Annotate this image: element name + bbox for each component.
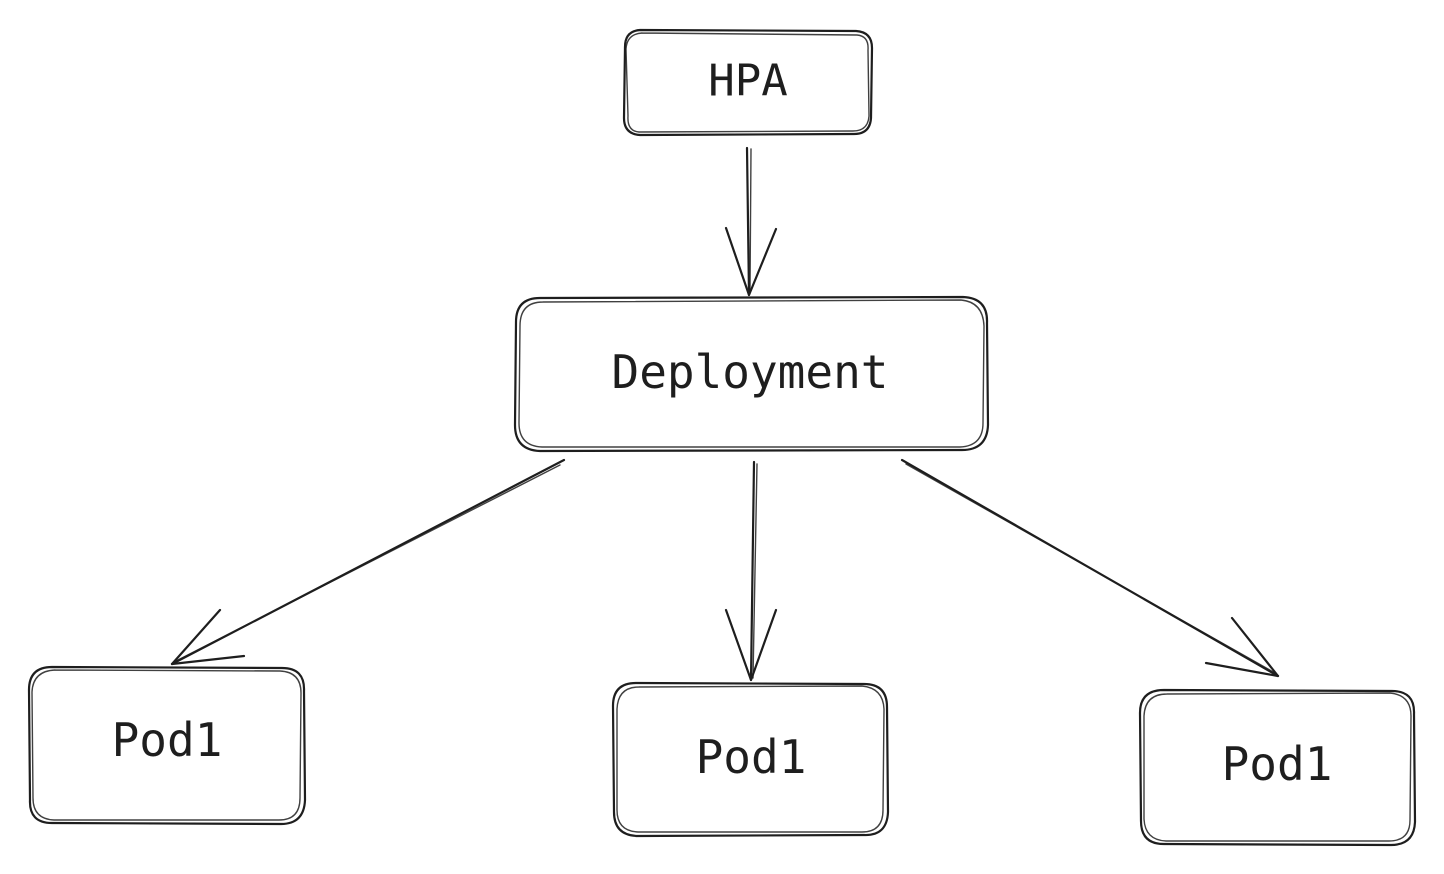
edge-deployment-to-pod-left bbox=[170, 458, 566, 666]
hpa-node[interactable]: HPA bbox=[622, 28, 874, 137]
pod-right-node[interactable]: Pod1 bbox=[1138, 688, 1417, 847]
deployment-node[interactable]: Deployment bbox=[513, 295, 990, 453]
edge-hpa-to-deployment bbox=[724, 146, 778, 297]
edge-deployment-to-pod-right bbox=[900, 458, 1280, 678]
pod-center-node[interactable]: Pod1 bbox=[611, 681, 890, 838]
pod-right-label: Pod1 bbox=[1222, 737, 1333, 791]
pod-center-label: Pod1 bbox=[696, 730, 807, 784]
pod-left-node[interactable]: Pod1 bbox=[27, 665, 307, 826]
deployment-label: Deployment bbox=[612, 345, 889, 399]
edge-deployment-to-pod-center bbox=[724, 460, 778, 682]
pod-left-label: Pod1 bbox=[112, 713, 223, 767]
hpa-label: HPA bbox=[708, 56, 787, 107]
